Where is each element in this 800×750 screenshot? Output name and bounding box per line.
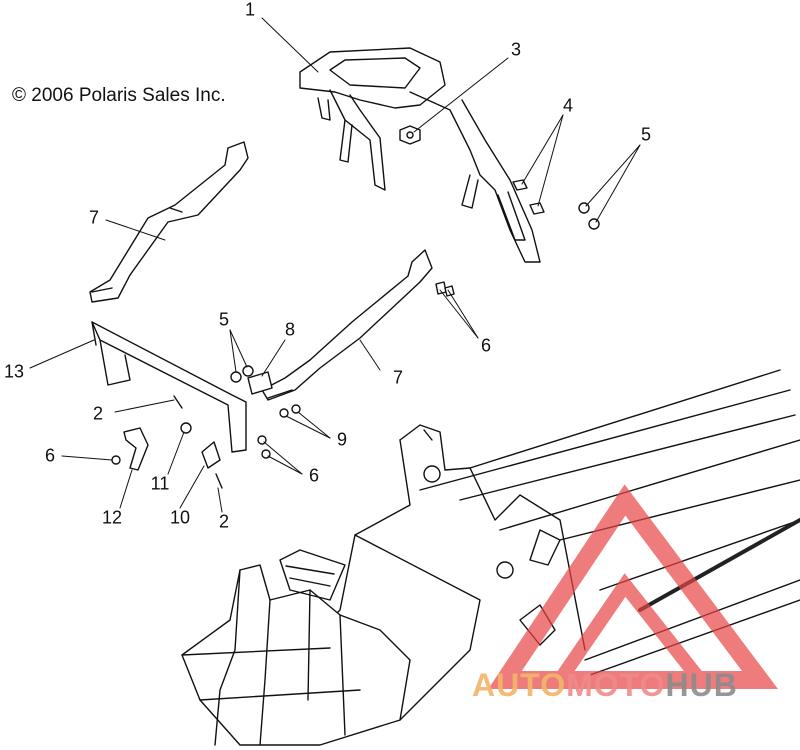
callout-8: 8	[284, 319, 296, 340]
front-bulkhead	[181, 549, 411, 746]
callout-6-left: 6	[44, 445, 56, 466]
watermark-text: AUTOMOTOHUB	[472, 667, 738, 704]
part-5-nuts-middle	[230, 365, 254, 383]
part-7-left-strut	[89, 141, 249, 303]
callout-6-upper: 6	[480, 335, 492, 356]
part-5-nuts-right	[578, 202, 600, 230]
part-12-bracket	[123, 427, 149, 471]
part-3-nut	[399, 125, 421, 145]
callout-6-lower: 6	[308, 465, 320, 486]
part-front-upper-frame	[299, 47, 541, 263]
watermark-moto: MOTO	[566, 667, 666, 703]
callout-1: 1	[244, 0, 256, 20]
watermark-hub: HUB	[665, 667, 738, 703]
callout-3: 3	[510, 39, 522, 60]
callout-13: 13	[3, 361, 25, 382]
callout-5-middle: 5	[218, 309, 230, 330]
callout-5-right: 5	[640, 124, 652, 145]
watermark-logo-icon	[488, 484, 778, 689]
callout-2-upper: 2	[92, 403, 104, 424]
callout-7-left: 7	[88, 207, 100, 228]
part-8-plate	[247, 371, 273, 395]
copyright-notice: © 2006 Polaris Sales Inc.	[12, 85, 226, 106]
part-9-bolts	[279, 404, 301, 418]
callout-9: 9	[336, 429, 348, 450]
watermark-auto: AUTO	[472, 667, 567, 703]
callout-10: 10	[169, 507, 191, 528]
part-2-pins	[173, 395, 223, 489]
part-10-plate	[201, 441, 221, 469]
callout-2-lower: 2	[218, 511, 230, 532]
callout-11: 11	[150, 473, 170, 494]
part-7-right-strut	[261, 249, 433, 401]
part-11-nut	[180, 422, 192, 434]
callout-12: 12	[101, 507, 123, 528]
callout-7-right: 7	[392, 367, 404, 388]
leader-lines	[29, 17, 641, 513]
part-6-bolts-upper	[435, 281, 455, 297]
part-4-bolts	[512, 179, 545, 215]
part-13-cross-member	[91, 321, 247, 453]
callout-4: 4	[562, 95, 574, 116]
